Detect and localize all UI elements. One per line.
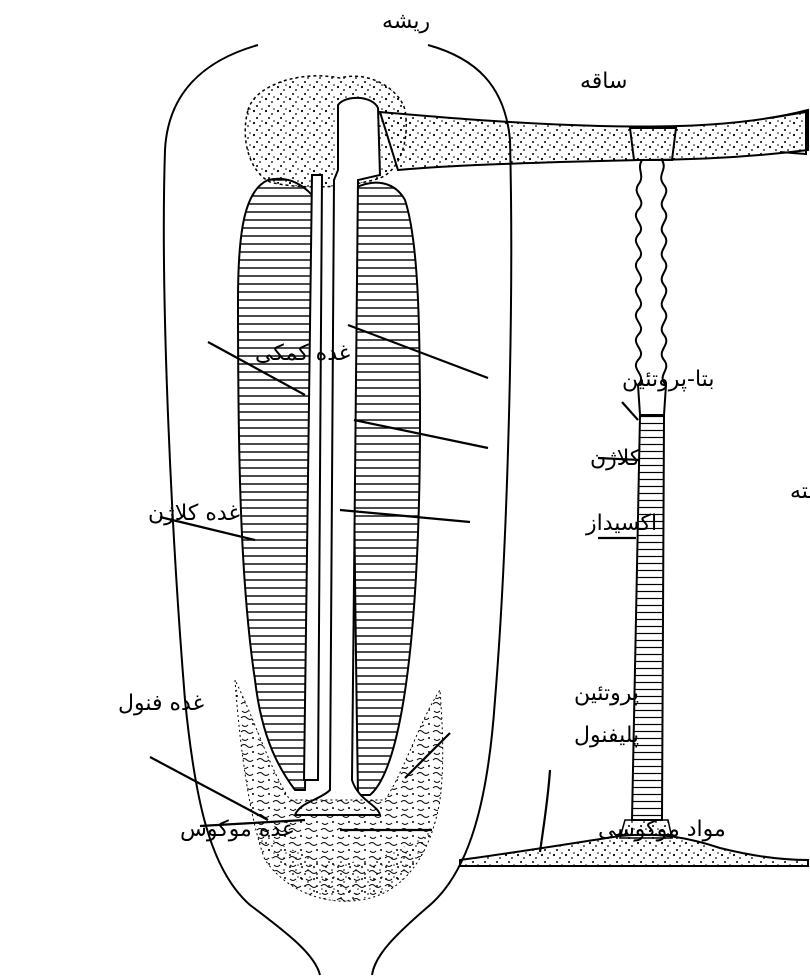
collagen-gland-left	[238, 179, 312, 790]
label-collagen: کلاژن	[590, 446, 641, 471]
label-thread: رشته	[790, 479, 810, 504]
label-accessory-gland: غده کمکی	[255, 341, 350, 366]
label-phenol-gland: غده فنول	[118, 691, 204, 716]
label-polyphenol-protein-2: پلیفنول	[574, 723, 639, 748]
label-oxidase: اکسیداز	[585, 511, 657, 536]
thread-distal	[632, 415, 664, 820]
label-beta-protein: بتا-پروتئین	[622, 367, 714, 392]
leader-thread-crimp	[622, 402, 638, 420]
label-polyphenol-protein-1: پروتئین	[574, 681, 639, 706]
leader-plaque	[540, 770, 550, 852]
root-mass	[245, 76, 406, 187]
label-mucus-gland: غده موکوس	[180, 817, 293, 842]
collagen-gland-right	[354, 183, 420, 795]
label-collagen-gland: غده کلاژن	[148, 501, 240, 526]
label-mucus-material: مواد موکوسی	[598, 817, 726, 842]
label-saghe: ساقه	[580, 69, 627, 94]
label-rishe: ریشه	[382, 9, 430, 34]
stem	[380, 110, 808, 170]
